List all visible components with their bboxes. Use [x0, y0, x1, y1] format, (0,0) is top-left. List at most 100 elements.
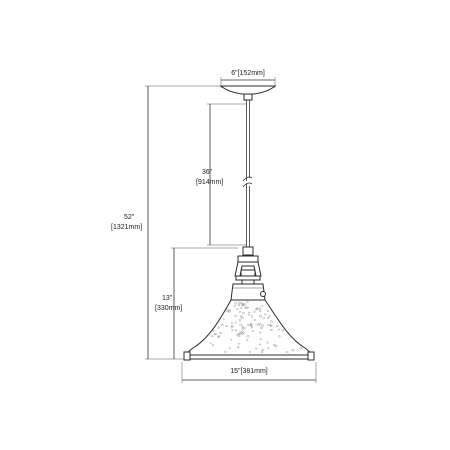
- glass-seed: [238, 301, 240, 304]
- canopy-nut: [243, 93, 253, 101]
- glass-seed: [251, 315, 254, 318]
- glass-seed: [269, 324, 272, 327]
- shade-width-dimension: 15"[381mm]: [181, 362, 317, 383]
- glass-seed: [266, 316, 270, 319]
- shade-height-mm: [330mm]: [155, 305, 182, 312]
- glass-seed: [234, 302, 238, 305]
- glass-seed: [266, 310, 270, 312]
- glass-seed: [210, 335, 214, 338]
- glass-seed: [225, 325, 228, 328]
- glass-seed: [239, 318, 241, 322]
- glass-seed: [236, 333, 239, 337]
- glass-seed-texture: [209, 301, 302, 354]
- glass-seed: [235, 308, 239, 310]
- glass-seed: [258, 323, 262, 326]
- glass-seed: [234, 329, 237, 332]
- glass-seed: [256, 323, 260, 326]
- glass-seed: [249, 322, 253, 325]
- glass-seed: [244, 306, 248, 309]
- glass-seed: [217, 326, 220, 329]
- shade-neck: [230, 283, 266, 301]
- glass-seed: [249, 350, 251, 353]
- glass-seed: [246, 335, 250, 338]
- glass-seed: [275, 324, 279, 327]
- glass-seed: [224, 350, 227, 353]
- glass-seed: [264, 313, 267, 316]
- glass-seed: [262, 317, 266, 320]
- glass-seed: [274, 344, 278, 348]
- canopy-width-label: 6"[152mm]: [231, 70, 265, 77]
- glass-seed: [261, 351, 264, 353]
- glass-seed: [231, 329, 234, 331]
- overall-height-dimension: 52" [1321mm]: [111, 85, 232, 360]
- pendant-fixture: [183, 85, 315, 361]
- glass-seed: [258, 331, 262, 334]
- canopy: [219, 85, 277, 95]
- stem-length-mm: [914mm]: [196, 179, 223, 186]
- overall-height-mm: [1321mm]: [111, 224, 142, 231]
- glass-seed: [267, 347, 270, 350]
- glass-seed: [247, 323, 250, 327]
- stem: [242, 100, 253, 247]
- glass-seed: [230, 338, 233, 341]
- glass-seed: [258, 343, 262, 346]
- overall-height-inches: 52": [124, 214, 135, 221]
- glass-seed: [242, 326, 246, 330]
- glass-seed: [234, 321, 237, 324]
- glass-seed: [241, 303, 244, 307]
- glass-seed: [259, 326, 263, 330]
- glass-seed: [285, 351, 289, 354]
- shade-rim: [183, 354, 315, 360]
- stem-length-dimension: 36" [914mm]: [196, 103, 246, 246]
- glass-seed: [217, 335, 221, 338]
- glass-seed: [269, 320, 273, 323]
- glass-seed: [240, 316, 244, 319]
- glass-seed: [247, 313, 251, 316]
- glass-seed: [241, 328, 244, 331]
- glass-seed: [253, 310, 256, 313]
- glass-seed: [241, 312, 245, 315]
- glass-seed: [246, 338, 249, 342]
- glass-seed: [258, 309, 262, 312]
- glass-seed: [261, 305, 264, 307]
- glass-seed: [211, 344, 215, 347]
- glass-seed: [233, 305, 236, 308]
- glass-seed: [246, 301, 249, 303]
- glass-seed: [250, 323, 252, 327]
- glass-seed: [239, 323, 242, 327]
- glass-seed: [261, 348, 265, 352]
- glass-seed: [251, 326, 253, 329]
- glass-seed: [278, 335, 281, 338]
- glass-seed: [291, 349, 295, 352]
- glass-seed: [234, 314, 238, 317]
- glass-seed: [237, 345, 240, 349]
- glass-seed: [261, 324, 264, 327]
- seeded-glass-shade: [186, 299, 312, 357]
- glass-seed: [255, 307, 259, 311]
- glass-seed: [209, 342, 212, 344]
- glass-seed: [281, 329, 285, 332]
- glass-seed: [228, 347, 231, 350]
- glass-seed: [230, 322, 234, 324]
- swivel-coupling: [234, 246, 262, 285]
- glass-seed: [230, 326, 233, 329]
- glass-seed: [213, 333, 216, 336]
- glass-seed: [237, 342, 240, 345]
- glass-seed: [230, 325, 234, 328]
- shade-width-label: 15"[381mm]: [230, 368, 268, 375]
- glass-seed: [212, 329, 215, 332]
- canopy-width-dimension: 6"[152mm]: [220, 70, 276, 88]
- glass-seed: [248, 311, 251, 314]
- glass-seed: [239, 302, 243, 304]
- glass-seed: [241, 325, 244, 329]
- shade-height-inches: 13": [162, 295, 173, 302]
- shade-height-dimension: 13" [330mm]: [155, 247, 238, 359]
- glass-seed: [251, 329, 254, 332]
- glass-seed: [215, 333, 217, 336]
- glass-seed: [268, 314, 271, 317]
- glass-seed: [259, 338, 262, 341]
- glass-seed: [240, 306, 243, 309]
- glass-seed: [239, 315, 243, 318]
- glass-seed: [253, 318, 256, 321]
